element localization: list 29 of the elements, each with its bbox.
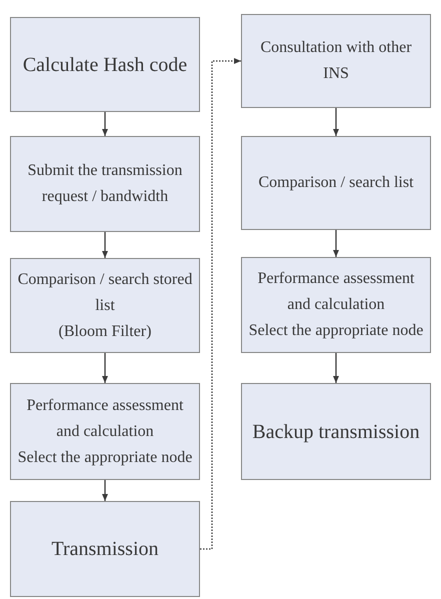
- step-text: Consultation with other INS: [259, 38, 413, 84]
- process-box: [10, 501, 200, 597]
- step-text: Comparison / search stored list: [16, 270, 194, 316]
- arrow: [102, 480, 108, 501]
- process-box: [10, 136, 200, 232]
- step-text: Transmission: [51, 537, 159, 562]
- process-box: [10, 258, 200, 353]
- process-box: [241, 136, 431, 230]
- step-text: Backup transmission: [252, 420, 420, 444]
- process-box: [10, 17, 200, 112]
- arrow: [102, 112, 108, 136]
- step-text: Comparison / search list: [258, 173, 414, 193]
- dotted-arrow: [200, 58, 241, 550]
- step-text: Calculate Hash code: [22, 52, 188, 78]
- step-text: Select the appropriate node: [248, 321, 424, 341]
- arrow: [333, 353, 339, 383]
- step-text: Select the appropriate node: [18, 448, 192, 468]
- process-box: [10, 383, 200, 480]
- process-box: [241, 257, 431, 353]
- process-box: [241, 383, 431, 480]
- step-text: Performance assessment and calculation: [26, 396, 184, 442]
- arrow: [333, 108, 339, 136]
- arrow: [333, 230, 339, 257]
- step-text: Submit the transmission request / bandwidth: [26, 161, 184, 207]
- step-text: Performance assessment and calculation: [256, 269, 416, 315]
- process-box: [241, 14, 431, 108]
- arrow: [102, 232, 108, 258]
- arrow: [102, 353, 108, 383]
- step-text: (Bloom Filter): [58, 322, 152, 342]
